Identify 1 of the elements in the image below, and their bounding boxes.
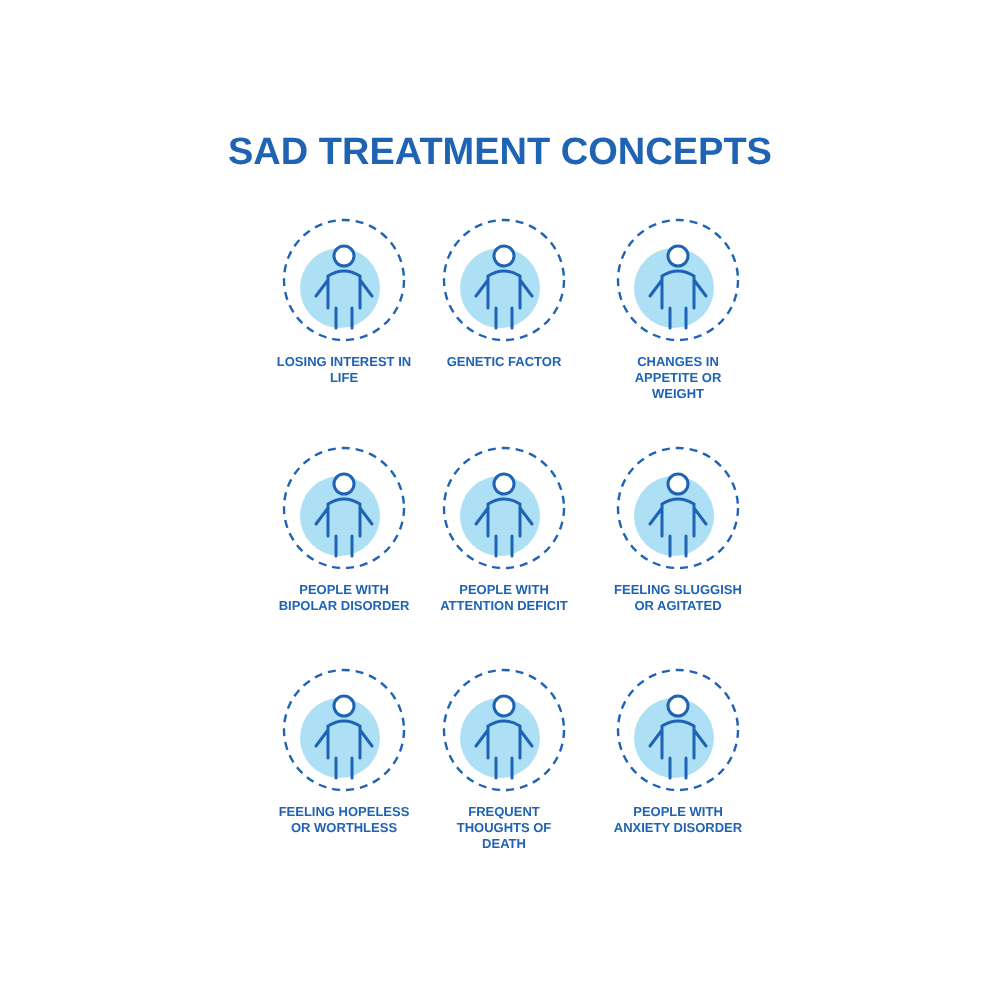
- title: SAD TREATMENT CONCEPTS: [226, 132, 774, 176]
